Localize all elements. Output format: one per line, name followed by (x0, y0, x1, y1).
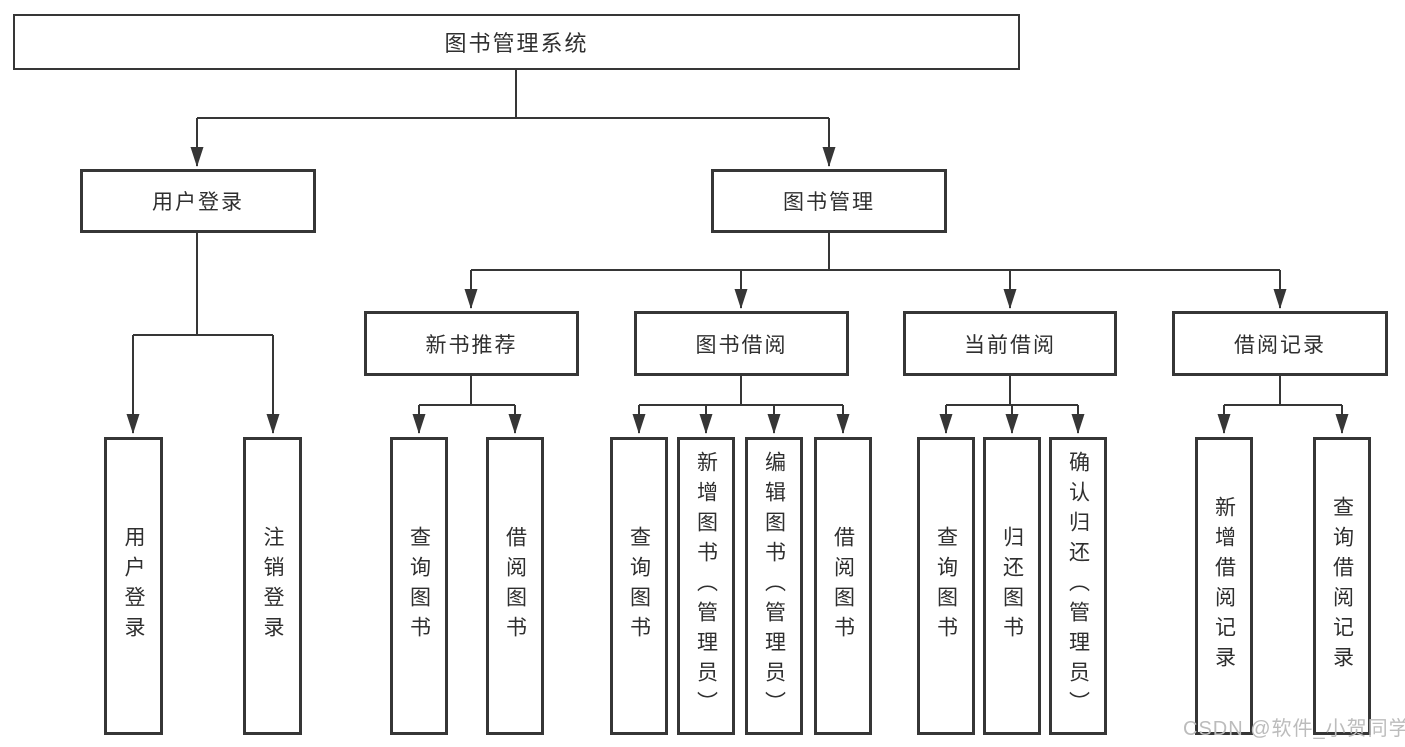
node-label: 借阅图书 (831, 526, 855, 646)
node-label: 查询借阅记录 (1330, 496, 1354, 676)
node-label: 用户登录 (152, 191, 244, 214)
leaf-borrow-books-borrowing: 借阅图书 (814, 437, 872, 735)
node-label: 图书管理系统 (444, 31, 589, 56)
leaf-borrow-books-recommend: 借阅图书 (486, 437, 544, 735)
leaf-edit-books-admin: 编辑图书（管理员） (745, 437, 803, 735)
node-new-book-recommendation: 新书推荐 (364, 311, 579, 376)
node-label: 确认归还（管理员） (1066, 451, 1090, 721)
node-book-borrowing: 图书借阅 (634, 311, 849, 376)
node-label: 查询图书 (407, 526, 431, 646)
node-label: 注销登录 (261, 526, 284, 646)
node-book-management: 图书管理 (711, 169, 947, 233)
node-label: 用户登录 (122, 526, 145, 646)
node-label: 新书推荐 (425, 333, 518, 357)
node-library-management-system: 图书管理系统 (13, 14, 1020, 70)
node-label: 编辑图书（管理员） (762, 451, 786, 721)
leaf-query-books-current: 查询图书 (917, 437, 975, 735)
node-user-login: 用户登录 (80, 169, 316, 233)
leaf-query-books-borrowing: 查询图书 (610, 437, 668, 735)
node-label: 新增借阅记录 (1212, 496, 1236, 676)
leaf-query-borrow-record: 查询借阅记录 (1313, 437, 1371, 735)
node-label: 新增图书（管理员） (694, 451, 718, 721)
node-label: 当前借阅 (964, 333, 1056, 357)
node-label: 借阅记录 (1234, 333, 1326, 357)
node-label: 图书借阅 (695, 333, 788, 357)
node-label: 归还图书 (1000, 526, 1024, 646)
node-borrowing-records: 借阅记录 (1172, 311, 1388, 376)
leaf-confirm-return-admin: 确认归还（管理员） (1049, 437, 1107, 735)
leaf-add-borrow-record: 新增借阅记录 (1195, 437, 1253, 735)
leaf-logout: 注销登录 (243, 437, 302, 735)
leaf-query-books-recommend: 查询图书 (390, 437, 448, 735)
csdn-watermark: CSDN @软件_小贺同学 (1183, 718, 1405, 740)
node-label: 查询图书 (627, 526, 651, 646)
leaf-return-books: 归还图书 (983, 437, 1041, 735)
node-label: 借阅图书 (503, 526, 527, 646)
leaf-add-books-admin: 新增图书（管理员） (677, 437, 735, 735)
node-label: 图书管理 (783, 191, 875, 214)
node-label: 查询图书 (934, 526, 958, 646)
node-current-borrowing: 当前借阅 (903, 311, 1117, 376)
leaf-user-login: 用户登录 (104, 437, 163, 735)
